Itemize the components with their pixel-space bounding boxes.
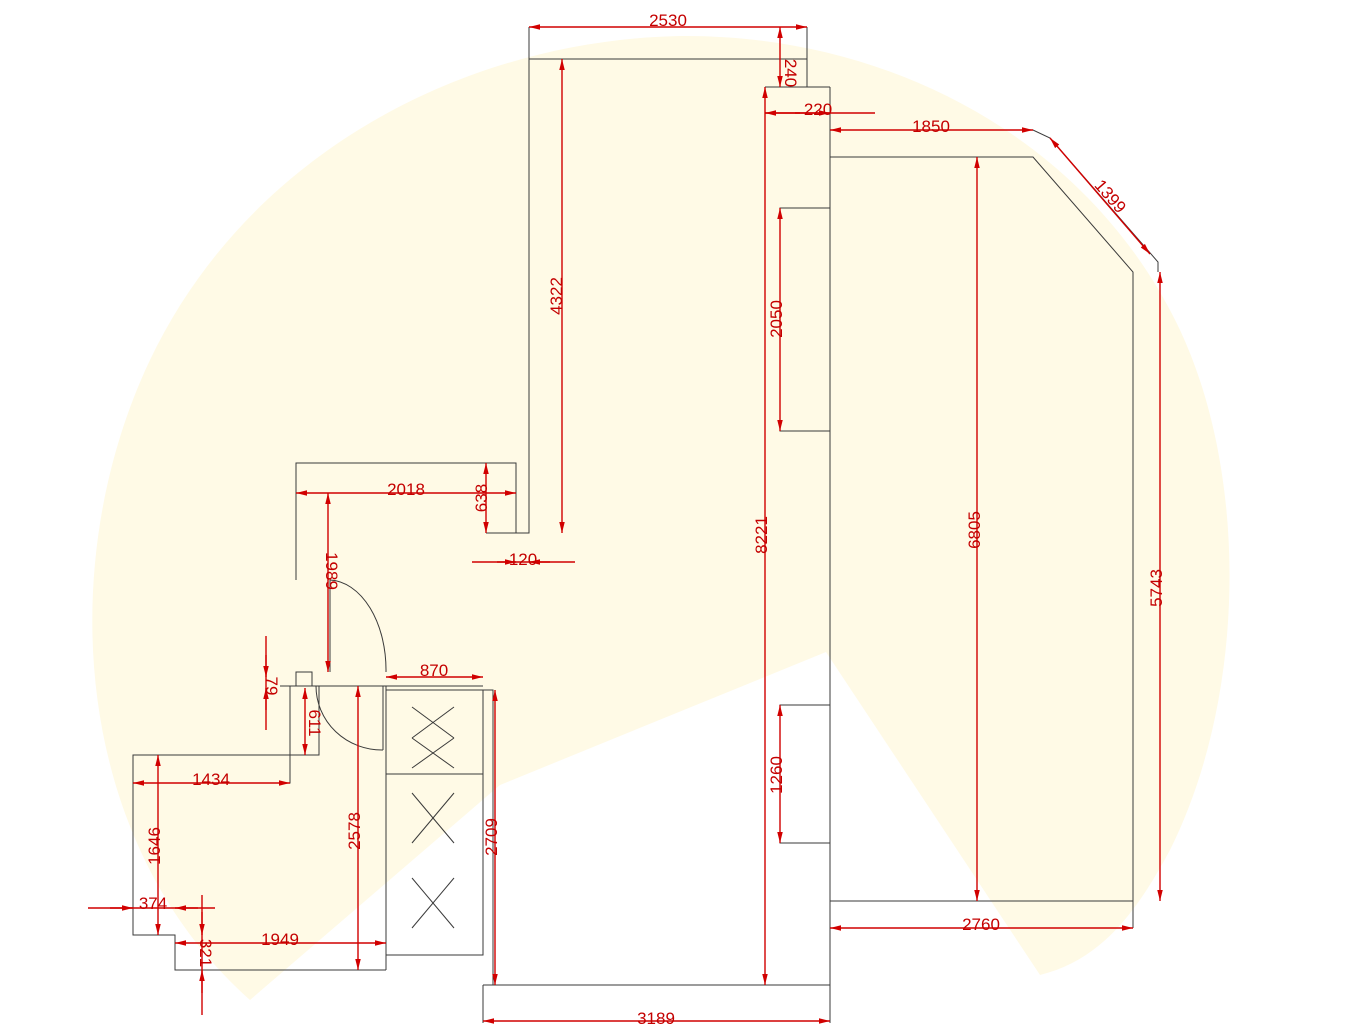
- dimension-labels: 2530 240 220 1850 1399 4322 2050 8221 68…: [139, 11, 1166, 1028]
- dim-label-bath: 2578: [345, 812, 364, 850]
- dim-label-bottom: 3189: [637, 1009, 675, 1028]
- dim-label-counter: 870: [420, 661, 448, 680]
- dim-label-lower-left-height: 321: [196, 939, 215, 967]
- lower-door-swing: [315, 685, 384, 751]
- dim-label-small-offset: 611: [305, 709, 324, 736]
- sink-mark: [411, 792, 455, 844]
- watermark-logo: [92, 35, 1230, 1000]
- dim-label-top-step: 220: [804, 100, 832, 119]
- dim-label-closet: 2050: [767, 300, 786, 338]
- dim-label-top-right: 1850: [912, 117, 950, 136]
- stove-mark: [411, 737, 455, 769]
- door-swing: [329, 579, 387, 673]
- dim-label-left-height: 1646: [145, 827, 164, 865]
- dim-label-mid-step: 638: [472, 484, 491, 512]
- dim-label-door: 1989: [322, 552, 341, 590]
- stove-mark: [411, 706, 455, 739]
- fridge-mark: [411, 877, 455, 929]
- lower-closet: [779, 704, 830, 844]
- dim-label-lower-closet: 1260: [767, 756, 786, 794]
- dim-line-diagonal: [1049, 137, 1151, 255]
- dim-label-top-wall: 240: [781, 59, 800, 87]
- upper-room-wall: [486, 27, 530, 534]
- dim-label-upper-room: 4322: [547, 277, 566, 315]
- dim-label-top-width: 2530: [649, 11, 687, 30]
- left-room-top: [132, 754, 290, 783]
- right-room-outline: [830, 156, 1134, 902]
- dim-label-kitchen: 2709: [482, 818, 501, 856]
- watermark-shape: [92, 35, 1230, 1000]
- dim-label-mid-width: 2018: [387, 480, 425, 499]
- dim-label-left-offset: 374: [139, 894, 167, 913]
- dim-label-mid-gap: 120: [509, 550, 537, 569]
- dim-label-wall-thickness: 79: [262, 677, 281, 696]
- dimension-lines: [88, 24, 1163, 1024]
- dim-label-left-width: 1434: [192, 770, 230, 789]
- dim-label-right-wall: 5743: [1147, 569, 1166, 607]
- dim-label-lower-left-width: 1949: [261, 930, 299, 949]
- dim-label-bottom-right: 2760: [962, 915, 1000, 934]
- dim-label-corridor: 8221: [752, 516, 771, 554]
- dim-label-right-room: 6805: [965, 511, 984, 549]
- middle-top-wall: [295, 462, 517, 580]
